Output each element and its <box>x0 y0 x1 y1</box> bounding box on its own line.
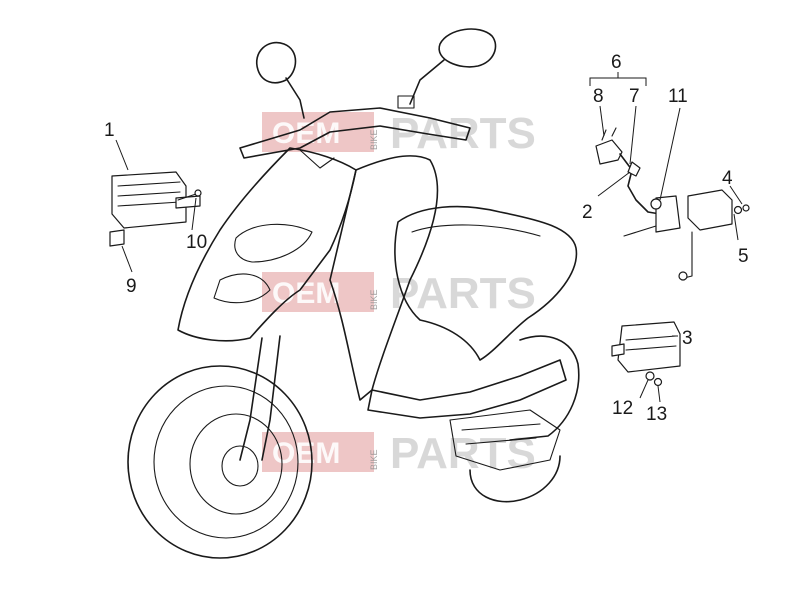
engine-fins <box>461 423 541 445</box>
right-mirror-stem <box>409 59 445 105</box>
switch-block <box>397 95 415 109</box>
handlebar <box>239 107 471 159</box>
part-1-regulator <box>111 171 201 229</box>
callout-4: 4 <box>722 168 733 189</box>
front-fork <box>239 337 263 461</box>
part-13-nut <box>653 377 663 387</box>
part-3-regulator <box>611 321 681 373</box>
leg-shield <box>329 155 439 401</box>
part-10-screw <box>177 189 202 201</box>
watermark-bottom: OEM BIKE PARTS <box>262 429 536 478</box>
callout-8: 8 <box>593 86 604 107</box>
seat <box>394 205 578 361</box>
watermark-parts-text: PARTS <box>390 109 536 158</box>
part-8-plug-cap <box>595 127 623 165</box>
callout-6: 6 <box>611 52 622 73</box>
callout-13: 13 <box>646 404 667 425</box>
left-mirror-stem <box>285 77 305 119</box>
watermark-oem-text: OEM <box>272 437 340 470</box>
callout-10: 10 <box>186 232 207 253</box>
watermark-bike-text: BIKE <box>369 449 379 470</box>
watermark-bike-text: BIKE <box>369 289 379 310</box>
engine-block <box>449 409 561 471</box>
part-11-coil <box>623 195 681 237</box>
front-tyre-inner <box>153 385 299 539</box>
watermark-parts-text: PARTS <box>390 429 536 478</box>
callout-5: 5 <box>738 246 749 267</box>
part-2-suppressor <box>627 161 641 177</box>
part-5-bracket <box>678 189 733 281</box>
callout-labels: 1 2 3 4 5 6 7 8 9 10 11 12 13 <box>104 52 749 425</box>
scooter-illustration <box>127 28 580 559</box>
front-rim <box>189 413 283 515</box>
watermark-parts-text: PARTS <box>390 269 536 318</box>
callout-9: 9 <box>126 276 137 297</box>
footboard <box>367 359 567 419</box>
part-4-nut <box>733 204 750 215</box>
watermark-bike-text: BIKE <box>369 129 379 150</box>
callout-7: 7 <box>629 86 640 107</box>
right-mirror <box>438 28 497 68</box>
front-tyre <box>127 365 313 559</box>
part-9-clip <box>109 229 125 247</box>
rear-tyre <box>469 455 561 503</box>
seat-seam <box>411 224 541 237</box>
indicator-lens <box>213 273 271 304</box>
headset-detail <box>299 149 335 169</box>
front-hub <box>221 445 259 487</box>
callout-2: 2 <box>582 202 593 223</box>
callout-11: 11 <box>668 86 688 107</box>
callout-3: 3 <box>682 328 693 349</box>
left-mirror <box>255 41 297 84</box>
rear-body <box>509 335 580 441</box>
callout-12: 12 <box>612 398 633 419</box>
callout-1: 1 <box>104 120 115 141</box>
part-12-washer <box>645 371 655 381</box>
headlight <box>234 223 313 263</box>
front-fork-inner <box>261 335 281 461</box>
leader-lines <box>115 72 743 403</box>
